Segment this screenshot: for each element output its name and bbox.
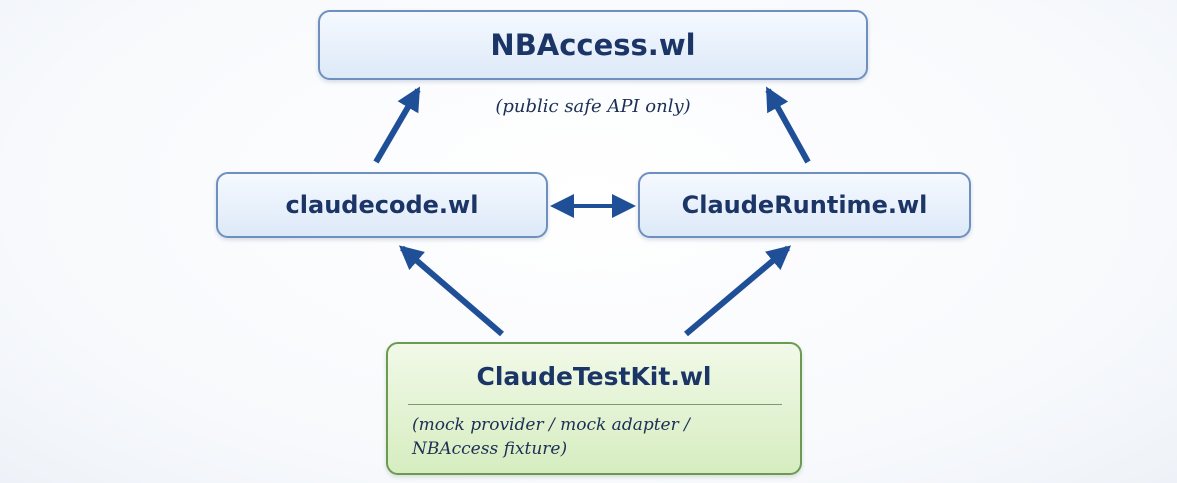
arrow-runtime-to-nbaccess bbox=[765, 86, 811, 164]
testkit-note: (mock provider / mock adapter / NBAccess… bbox=[388, 405, 800, 461]
runtime-node: ClaudeRuntime.wl bbox=[638, 172, 971, 238]
testkit-node: ClaudeTestKit.wl (mock provider / mock a… bbox=[386, 342, 802, 475]
runtime-label: ClaudeRuntime.wl bbox=[681, 191, 928, 219]
arrow-testkit-to-claudecode bbox=[398, 245, 504, 337]
nbaccess-node: NBAccess.wl bbox=[318, 10, 868, 80]
testkit-label: ClaudeTestKit.wl bbox=[476, 362, 712, 391]
arrow-testkit-to-runtime bbox=[684, 245, 792, 337]
testkit-note-line-1: (mock provider / mock adapter / bbox=[412, 415, 690, 435]
nbaccess-label: NBAccess.wl bbox=[490, 28, 696, 62]
nbaccess-caption: (public safe API only) bbox=[495, 96, 691, 117]
testkit-note-line-2: NBAccess fixture) bbox=[412, 439, 568, 459]
claudecode-node: claudecode.wl bbox=[216, 172, 548, 238]
arrow-claudecode-to-nbaccess bbox=[373, 86, 421, 164]
claudecode-label: claudecode.wl bbox=[285, 191, 479, 219]
testkit-divider bbox=[408, 404, 782, 405]
